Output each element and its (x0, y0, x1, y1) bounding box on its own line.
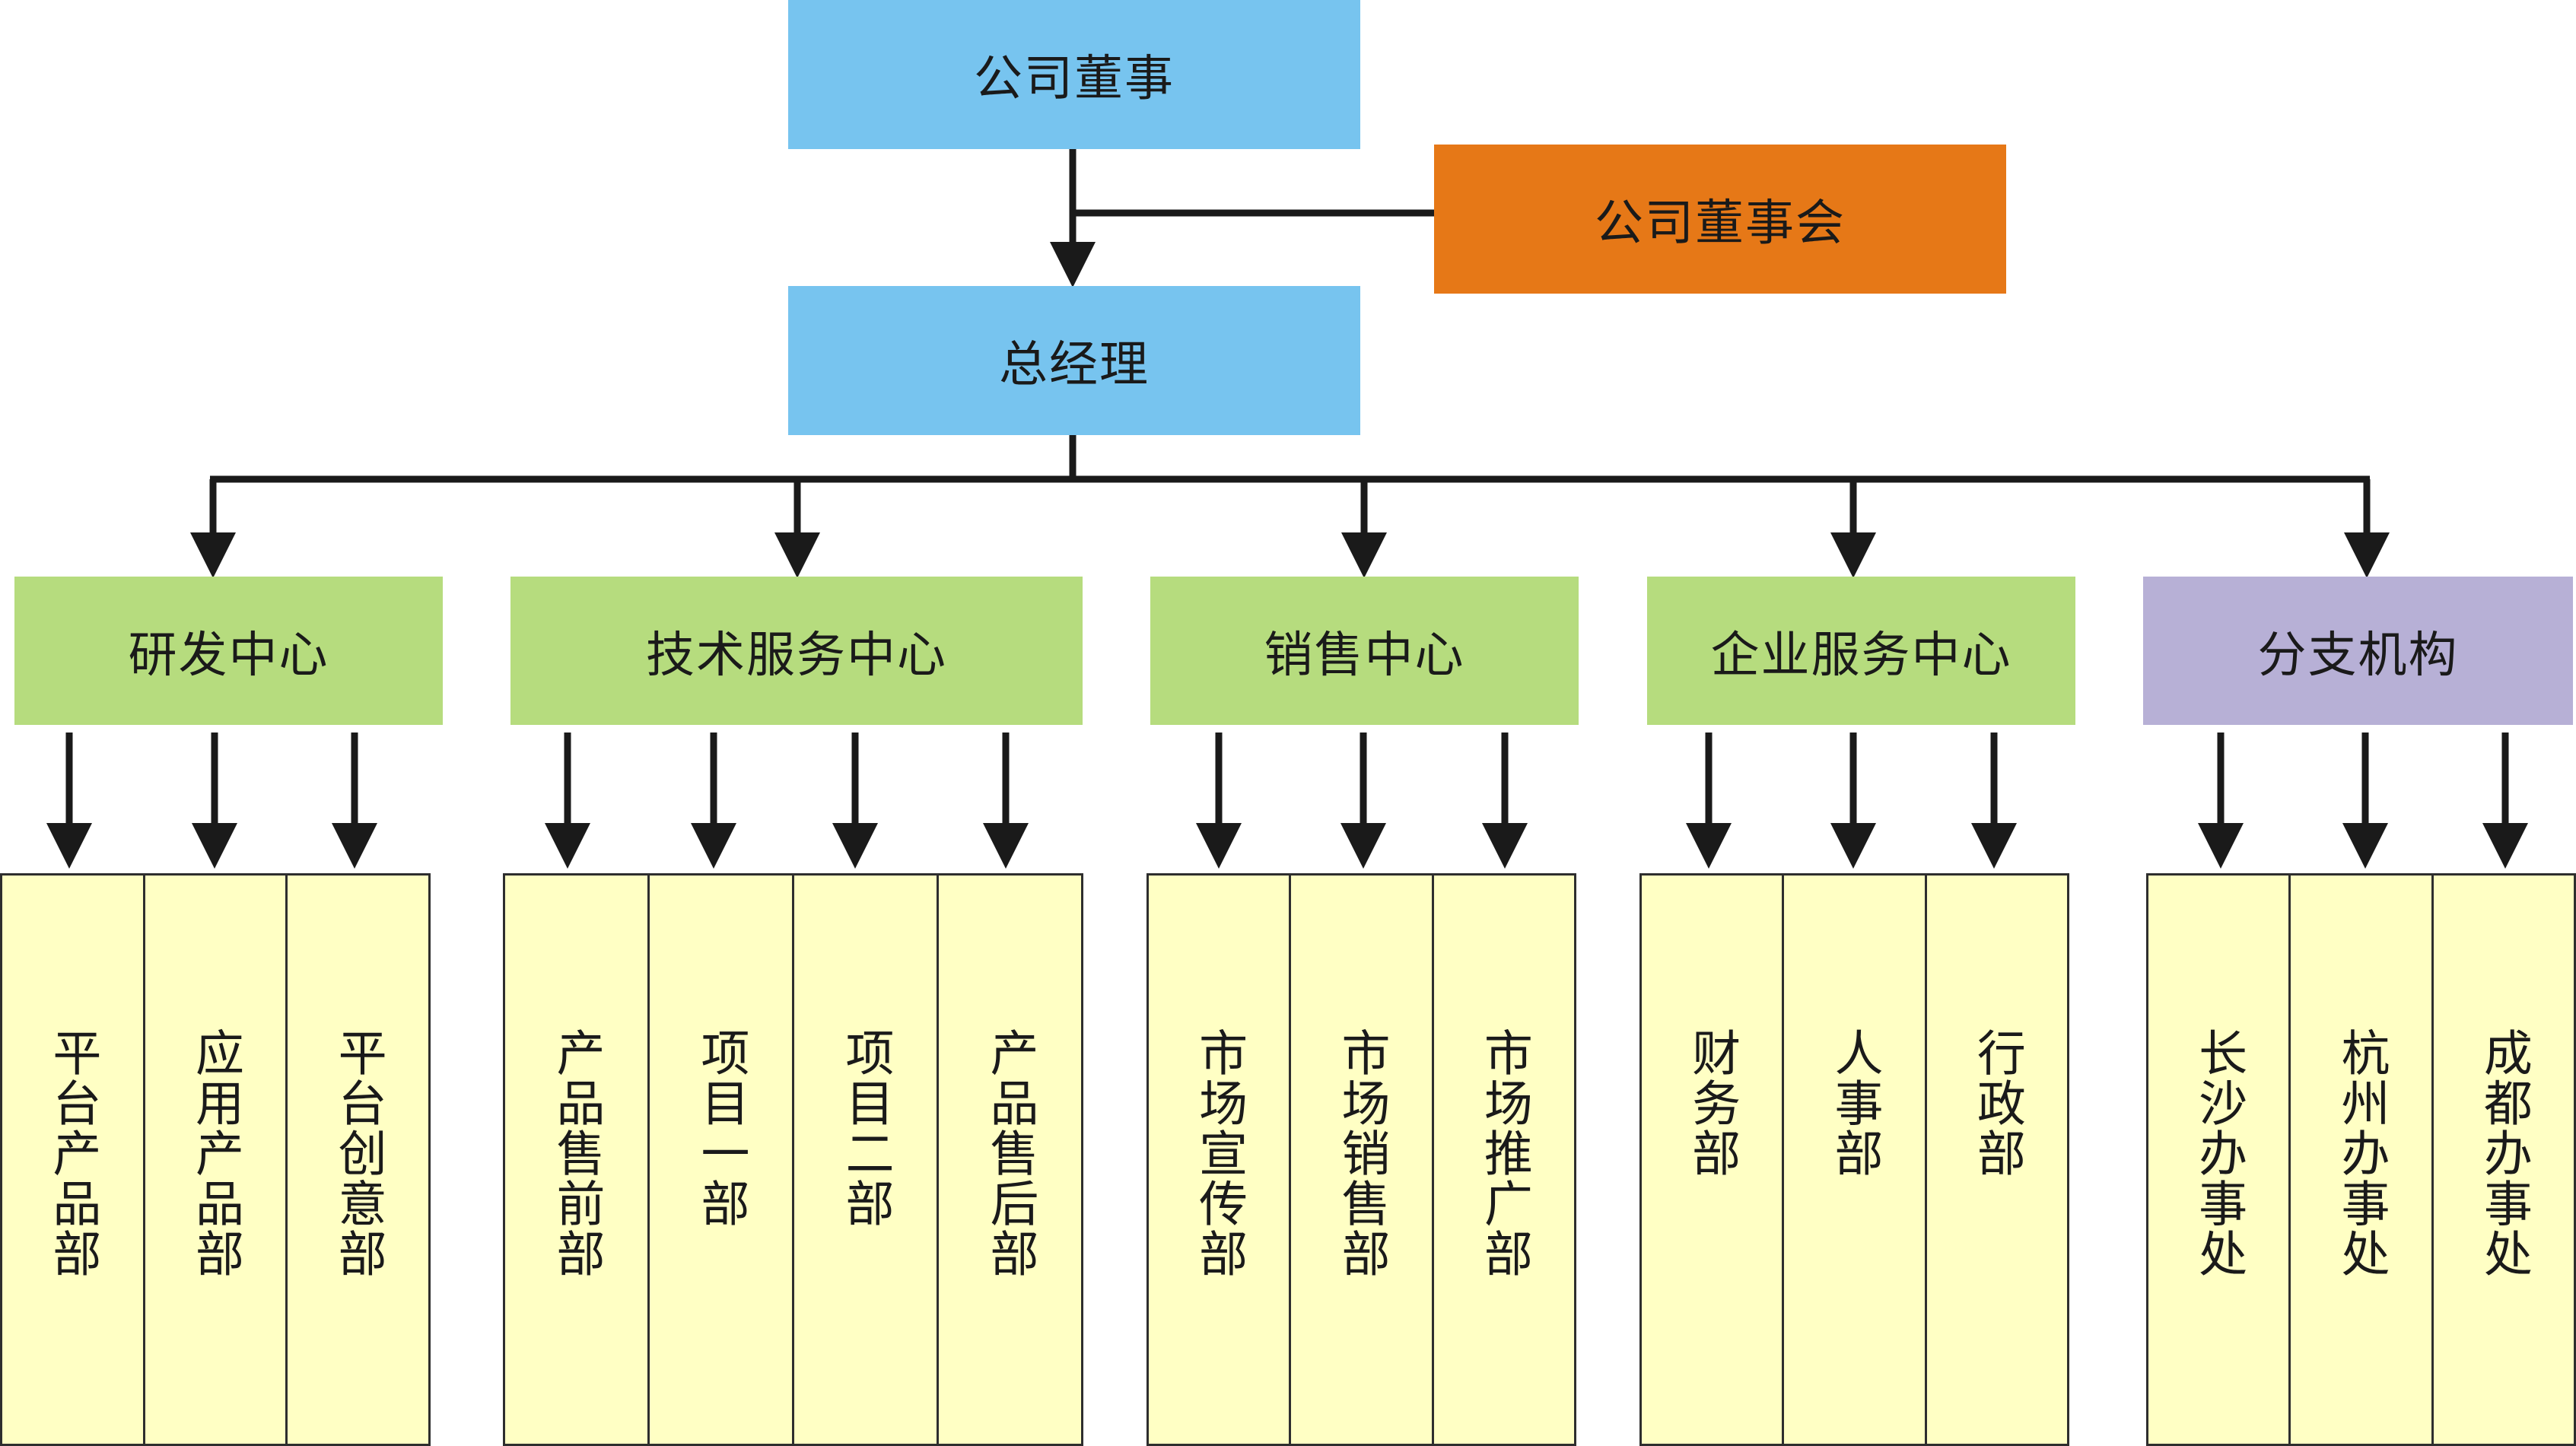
dept-box: 市场宣传部 (1146, 873, 1292, 1446)
dept-group-enterprise-service: 财务部 人事部 行政部 (1639, 873, 2069, 1446)
dept-label: 市场推广部 (1475, 1028, 1532, 1279)
center-label: 技术服务中心 (646, 627, 947, 684)
dept-box: 人事部 (1782, 873, 1927, 1446)
dept-box: 产品售前部 (503, 873, 650, 1446)
center-label: 研发中心 (128, 627, 329, 684)
center-tech-service-box: 技术服务中心 (510, 577, 1083, 725)
dept-label: 平台创意部 (329, 1028, 386, 1279)
dept-label: 市场销售部 (1333, 1028, 1390, 1279)
general-manager-box: 总经理 (788, 286, 1360, 435)
general-manager-label: 总经理 (999, 337, 1150, 393)
dept-box: 市场推广部 (1431, 873, 1576, 1446)
dept-box: 财务部 (1639, 873, 1785, 1446)
center-enterprise-service-box: 企业服务中心 (1647, 577, 2075, 725)
dept-label: 市场宣传部 (1191, 1028, 1248, 1279)
dept-box: 产品售后部 (937, 873, 1083, 1446)
dept-label: 行政部 (1968, 1028, 2025, 1178)
center-branch-box: 分支机构 (2143, 577, 2573, 725)
dept-box: 应用产品部 (142, 873, 288, 1446)
dept-label: 产品售后部 (981, 1028, 1038, 1279)
dept-box: 项目二部 (792, 873, 939, 1446)
dept-box: 平台创意部 (285, 873, 431, 1446)
dept-label: 杭州办事处 (2333, 1028, 2390, 1279)
center-label: 分支机构 (2257, 627, 2459, 684)
dept-label: 项目二部 (837, 1028, 894, 1228)
center-label: 销售中心 (1264, 627, 1465, 684)
dept-label: 产品售前部 (548, 1028, 605, 1279)
dept-label: 成都办事处 (2475, 1028, 2532, 1279)
dept-box: 长沙办事处 (2146, 873, 2291, 1446)
center-label: 企业服务中心 (1710, 627, 2012, 684)
dept-group-tech-service: 产品售前部 项目一部 项目二部 产品售后部 (503, 873, 1083, 1446)
dept-label: 财务部 (1684, 1028, 1741, 1178)
board-member-box: 公司董事 (788, 0, 1360, 149)
dept-group-rd: 平台产品部 应用产品部 平台创意部 (0, 873, 431, 1446)
dept-box: 杭州办事处 (2288, 873, 2434, 1446)
dept-label: 项目一部 (692, 1028, 749, 1228)
dept-box: 项目一部 (647, 873, 794, 1446)
dept-box: 平台产品部 (0, 873, 145, 1446)
dept-label: 人事部 (1826, 1028, 1883, 1178)
dept-label: 长沙办事处 (2190, 1028, 2247, 1279)
center-rd-box: 研发中心 (14, 577, 443, 725)
dept-box: 成都办事处 (2431, 873, 2576, 1446)
dept-box: 市场销售部 (1289, 873, 1434, 1446)
dept-box: 行政部 (1924, 873, 2069, 1446)
center-sales-box: 销售中心 (1150, 577, 1579, 725)
dept-label: 平台产品部 (44, 1028, 101, 1279)
dept-group-branch: 长沙办事处 杭州办事处 成都办事处 (2146, 873, 2576, 1446)
board-box: 公司董事会 (1434, 145, 2006, 294)
board-member-label: 公司董事 (974, 51, 1175, 107)
board-label: 公司董事会 (1595, 195, 1846, 252)
dept-group-sales: 市场宣传部 市场销售部 市场推广部 (1146, 873, 1576, 1446)
dept-label: 应用产品部 (187, 1028, 243, 1279)
